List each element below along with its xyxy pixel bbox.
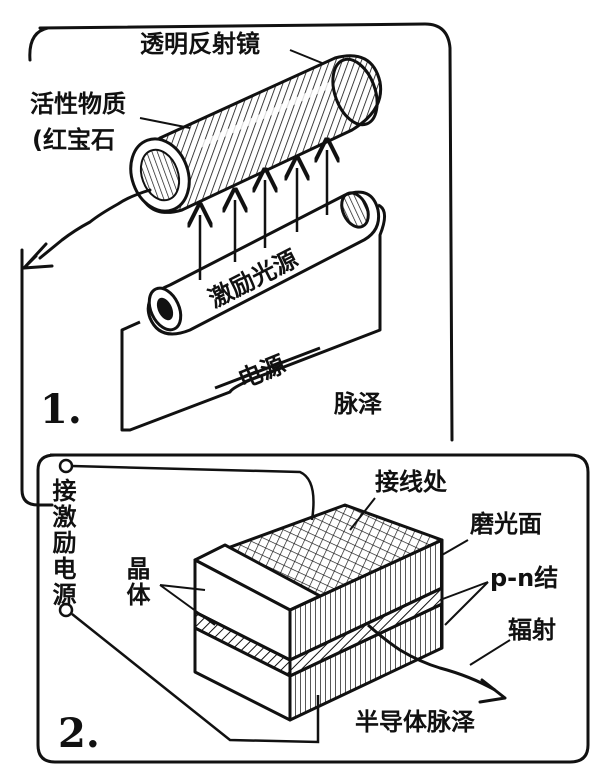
- power-circuit: [120, 203, 386, 432]
- medium-leader: [139, 117, 191, 129]
- panel-2-number: 2.: [58, 710, 100, 757]
- wire-bottom: [71, 613, 320, 744]
- radiation-beam: [367, 623, 496, 692]
- label-power-2: 接激励电源: [48, 478, 76, 608]
- panel-2-caption: 半导体脉泽: [355, 708, 475, 736]
- panel-2: [36, 453, 590, 764]
- mirror-leader: [289, 49, 323, 64]
- wire-top: [71, 464, 315, 521]
- output-arrow-head: [22, 242, 54, 270]
- panel-2-leaders: [159, 497, 511, 666]
- pump-lamp: [146, 190, 381, 336]
- panel-1-caption: 脉泽: [334, 390, 382, 418]
- terminal-bottom: [58, 602, 74, 618]
- terminal-top: [58, 458, 74, 474]
- label-radiation: 辐射: [508, 616, 556, 644]
- panel-1: [20, 22, 454, 507]
- power-source-line: [214, 346, 321, 390]
- radiation-arrow-head: [478, 678, 507, 704]
- label-medium-note: (红宝石: [32, 126, 115, 154]
- rod-end-right: [331, 57, 379, 127]
- label-mirror: 透明反射镜: [140, 30, 260, 58]
- ruby-rod: [129, 54, 383, 214]
- label-contact: 接线处: [375, 468, 447, 496]
- output-beam: [38, 188, 152, 260]
- semiconductor-block: [193, 503, 444, 722]
- panel-1-number: 1.: [40, 386, 82, 433]
- pump-light-arrows: [200, 150, 327, 280]
- panel-2-frame: [36, 453, 590, 764]
- label-medium: 活性物质: [30, 90, 126, 118]
- label-crystal: 晶体: [122, 556, 150, 608]
- label-polished: 磨光面: [470, 510, 542, 538]
- label-pn: p-n结: [490, 564, 559, 592]
